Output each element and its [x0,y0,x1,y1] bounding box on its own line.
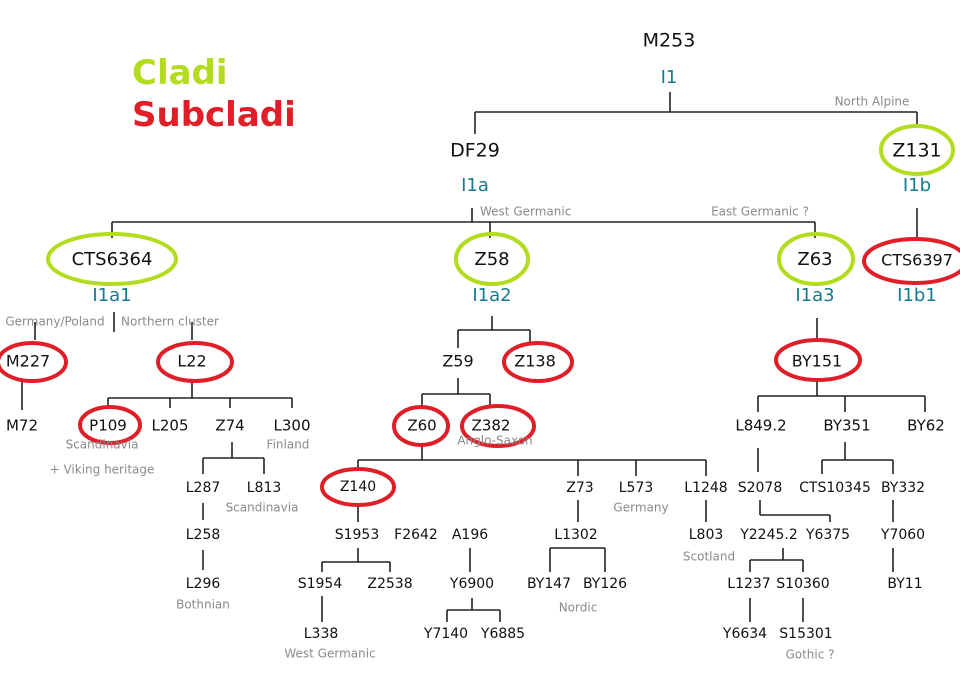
note-bothnian: Bothnian [176,598,230,612]
note-gothic: Gothic ? [785,648,834,662]
note-northern-cluster: Northern cluster [121,315,219,329]
node-y7060: Y7060 [880,527,925,543]
node-cts6397: CTS6397 [881,251,953,270]
z60-subclade-ring [392,405,450,447]
legend-subclade: Subcladi [132,95,296,135]
node-i1a1: I1a1 [92,285,131,306]
node-l205: L205 [152,417,189,435]
note-scandinavia-l813: Scandinavia [226,501,299,515]
node-s1953: S1953 [335,527,380,543]
note-scotland: Scotland [683,550,735,564]
node-s10360: S10360 [776,576,829,592]
node-z2538: Z2538 [367,576,412,592]
z382-subclade-ring [460,404,536,448]
note-anglo-saxon: Anglo-Saxon [457,434,532,448]
node-s2078: S2078 [738,480,783,496]
node-by332: BY332 [881,480,925,496]
node-z140: Z140 [340,479,376,495]
node-cts6364: CTS6364 [72,249,153,270]
node-p109: P109 [89,417,127,435]
node-by11: BY11 [887,576,922,592]
note-germany: Germany [613,501,668,515]
node-l287: L287 [186,480,221,496]
node-s15301: S15301 [779,626,832,642]
cts6364-clade-ring [46,232,178,286]
node-f2642: F2642 [394,527,438,543]
node-by62: BY62 [907,417,945,435]
node-y6885: Y6885 [480,626,525,642]
node-l803: L803 [689,527,724,543]
node-m72: M72 [6,417,38,435]
node-by351: BY351 [823,417,870,435]
node-l1248: L1248 [684,480,727,496]
node-z58: Z58 [474,249,509,270]
node-z60: Z60 [407,417,436,435]
cts6397-subclade-ring [862,237,960,285]
node-by147: BY147 [527,576,571,592]
node-z74: Z74 [215,417,244,435]
p109-subclade-ring [78,405,142,445]
node-i1a2: I1a2 [472,285,511,306]
node-z59: Z59 [442,352,473,371]
note-viking-heritage: + Viking heritage [50,463,155,477]
node-l849-2: L849.2 [735,417,786,435]
node-l573: L573 [619,480,654,496]
node-l813: L813 [247,480,282,496]
node-z382: Z382 [472,417,511,435]
node-by151: BY151 [792,352,842,371]
node-l296: L296 [186,576,221,592]
node-y2245-2: Y2245.2 [739,527,798,543]
node-l1302: L1302 [554,527,597,543]
node-i1a: I1a [461,175,489,196]
node-z63: Z63 [797,249,832,270]
node-a196: A196 [452,527,488,543]
node-y6375: Y6375 [805,527,850,543]
note-finland: Finland [267,438,310,452]
node-i1a3: I1a3 [795,285,834,306]
z140-subclade-ring [320,467,396,507]
node-l1237: L1237 [727,576,770,592]
note-west-germanic-bottom: West Germanic [284,647,375,661]
note-scandinavia-p109: Scandinavia [66,438,139,452]
node-l22: L22 [177,352,206,371]
legend-clade: Cladi [132,53,228,93]
node-y7140: Y7140 [423,626,468,642]
m227-subclade-ring [0,341,68,383]
node-y6900: Y6900 [449,576,494,592]
node-l338: L338 [304,626,339,642]
node-z73: Z73 [566,480,593,496]
note-germany-poland: Germany/Poland [5,315,104,329]
z131-clade-ring [879,124,955,176]
node-m253: M253 [643,30,696,52]
node-i1: I1 [661,67,678,88]
z58-clade-ring [454,232,530,286]
z63-clade-ring [777,232,855,286]
node-y6634: Y6634 [722,626,767,642]
note-north-alpine: North Alpine [835,95,910,109]
note-west-germanic-top: West Germanic [480,205,571,219]
node-cts10345: CTS10345 [799,480,871,496]
l22-subclade-ring [156,341,234,383]
node-l258: L258 [186,527,221,543]
node-by126: BY126 [583,576,627,592]
node-z138: Z138 [514,352,556,371]
node-l300: L300 [274,417,311,435]
node-m227: M227 [6,352,50,371]
node-z131: Z131 [892,140,941,162]
by151-subclade-ring [774,338,862,382]
note-east-germanic: East Germanic ? [711,205,809,219]
node-s1954: S1954 [298,576,343,592]
node-i1b: I1b [903,175,931,196]
tree-labels: M253I1DF29I1aZ131I1bCTS6364I1a1Z58I1a2Z6… [5,30,953,662]
clade-rings [0,124,960,507]
node-df29: DF29 [450,140,500,162]
note-nordic: Nordic [559,601,598,615]
node-i1b1: I1b1 [897,285,937,306]
z138-subclade-ring [502,341,574,383]
